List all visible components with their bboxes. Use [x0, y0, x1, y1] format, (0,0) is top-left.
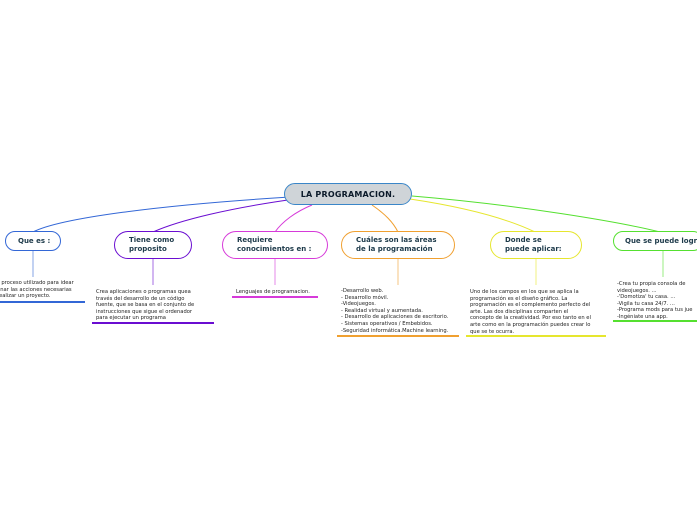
- topic-label: Cuáles son las áreas de la programación: [356, 236, 437, 253]
- link-proposito: [152, 198, 296, 233]
- topic-conocimientos[interactable]: Requiere conocimientos en :: [222, 231, 328, 259]
- subtopic-conocimientos[interactable]: Lenguajes de programacion.: [236, 289, 310, 295]
- topic-logra[interactable]: Que se puede logra: [613, 231, 697, 251]
- subtopic-areas[interactable]: -Desarrollo web. - Desarrollo móvil. -Vi…: [341, 288, 449, 334]
- link-conocimientos: [274, 204, 313, 233]
- subtopic-logra[interactable]: -Crea tu propia consola de videojuegos. …: [617, 281, 693, 320]
- topic-label: Que se puede logra: [625, 236, 697, 245]
- subtopic-aplicar[interactable]: Uno de los campos en los que se aplica l…: [470, 289, 591, 335]
- root-topic[interactable]: LA PROGRAMACION.: [284, 183, 412, 205]
- subtopic-underline: [613, 320, 697, 322]
- link-logra: [411, 195, 661, 233]
- link-areas: [371, 204, 399, 233]
- link-aplicar: [409, 198, 536, 233]
- subtopic-que-es[interactable]: s proceso utilizado para idear enar las …: [0, 280, 74, 300]
- subtopic-underline: [0, 301, 85, 303]
- topic-que-es[interactable]: Que es :: [5, 231, 61, 251]
- subtopic-underline: [466, 335, 606, 337]
- subtopic-proposito[interactable]: Crea aplicaciones o programas quea travé…: [96, 289, 195, 322]
- topic-label: Requiere conocimientos en :: [237, 236, 312, 253]
- topic-label: Que es :: [18, 236, 51, 245]
- subtopic-underline: [337, 335, 459, 337]
- subtopic-underline: [92, 322, 214, 324]
- topic-label: Tiene como proposito: [129, 236, 175, 253]
- topic-proposito[interactable]: Tiene como proposito: [114, 231, 192, 259]
- subtopic-underline: [232, 296, 318, 298]
- topic-areas[interactable]: Cuáles son las áreas de la programación: [341, 231, 455, 259]
- link-que-es: [32, 196, 291, 233]
- topic-label: Donde se puede aplicar:: [505, 236, 562, 253]
- topic-aplicar[interactable]: Donde se puede aplicar:: [490, 231, 582, 259]
